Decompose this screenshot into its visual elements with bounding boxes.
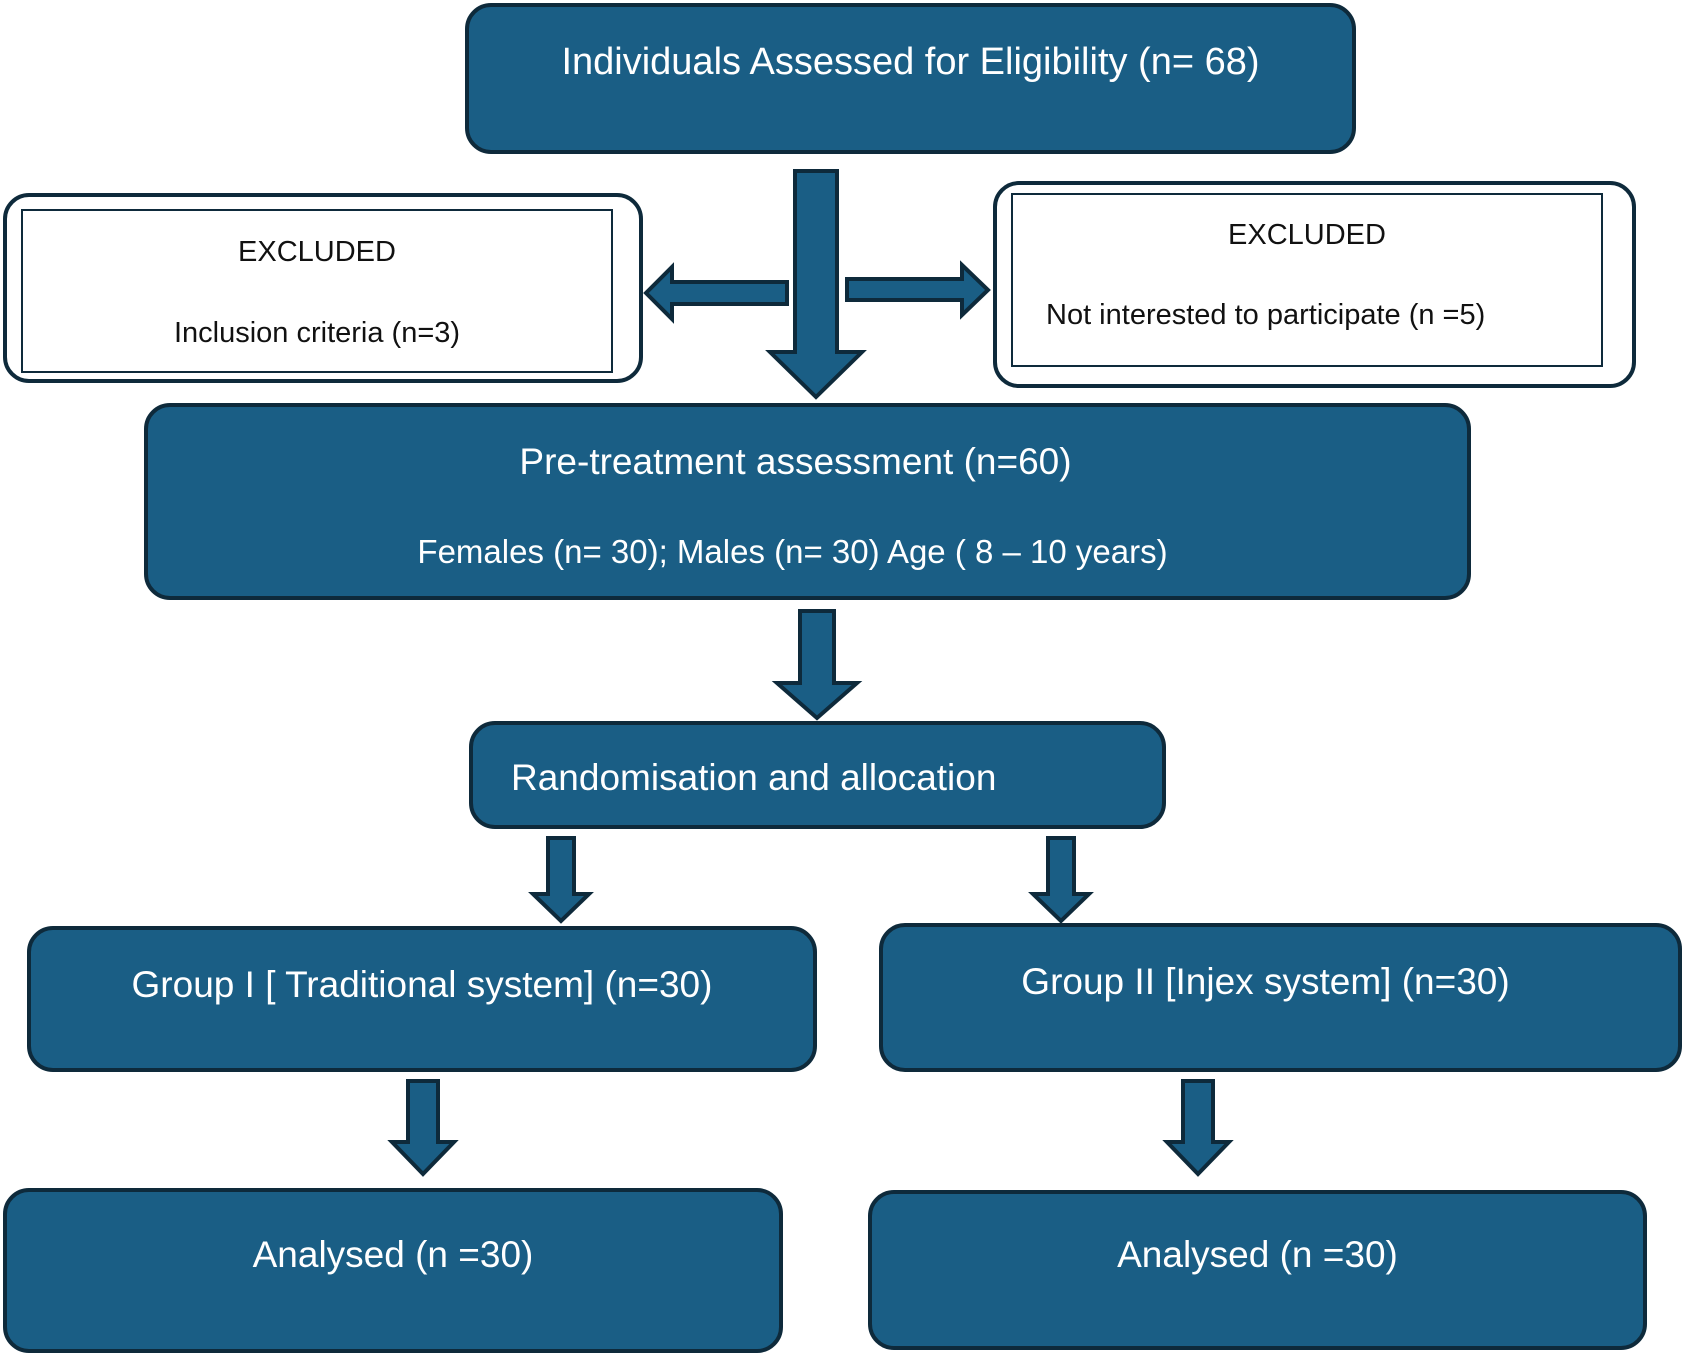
- pretreatment-title: Pre-treatment assessment (n=60): [519, 441, 1072, 482]
- arrow-down-randomisation-to-group2: [1028, 836, 1094, 924]
- excluded-right-box: EXCLUDED Not interested to participate (…: [993, 181, 1636, 388]
- arrow-down-pretreatment-to-randomisation: [771, 609, 863, 721]
- excluded-right-heading: EXCLUDED: [1228, 219, 1386, 251]
- group1-box: Group I [ Traditional system] (n=30): [27, 926, 817, 1072]
- analysed1-box: Analysed (n =30): [3, 1188, 783, 1353]
- arrow-down-group2-to-analysed2: [1162, 1079, 1234, 1177]
- pretreatment-box: Pre-treatment assessment (n=60) Females …: [144, 403, 1471, 600]
- excluded-right-inner: EXCLUDED Not interested to participate (…: [1011, 193, 1603, 367]
- randomisation-box: Randomisation and allocation: [469, 721, 1166, 829]
- analysed2-label: Analysed (n =30): [1117, 1234, 1398, 1275]
- eligibility-label: Individuals Assessed for Eligibility (n=…: [561, 41, 1260, 83]
- group2-box: Group II [Injex system] (n=30): [879, 923, 1682, 1072]
- pretreatment-details: Females (n= 30); Males (n= 30) Age ( 8 –…: [417, 533, 1168, 570]
- eligibility-box: Individuals Assessed for Eligibility (n=…: [465, 3, 1356, 154]
- excluded-left-heading: EXCLUDED: [238, 236, 396, 268]
- arrow-right-to-excluded-right: [845, 260, 991, 320]
- arrow-down-randomisation-to-group1: [528, 836, 594, 924]
- excluded-left-box: EXCLUDED Inclusion criteria (n=3): [3, 193, 643, 383]
- excluded-left-inner: EXCLUDED Inclusion criteria (n=3): [21, 209, 613, 373]
- group1-label: Group I [ Traditional system] (n=30): [131, 964, 713, 1005]
- arrow-left-to-excluded-left: [643, 262, 789, 324]
- analysed1-label: Analysed (n =30): [252, 1234, 534, 1275]
- arrow-down-group1-to-analysed1: [387, 1079, 459, 1177]
- randomisation-label: Randomisation and allocation: [511, 757, 997, 798]
- analysed2-box: Analysed (n =30): [868, 1190, 1647, 1350]
- group2-label: Group II [Injex system] (n=30): [1021, 961, 1510, 1002]
- arrow-down-eligibility-to-pretreatment: [765, 169, 867, 400]
- excluded-right-reason: Not interested to participate (n =5): [1046, 299, 1486, 331]
- excluded-left-reason: Inclusion criteria (n=3): [173, 317, 461, 349]
